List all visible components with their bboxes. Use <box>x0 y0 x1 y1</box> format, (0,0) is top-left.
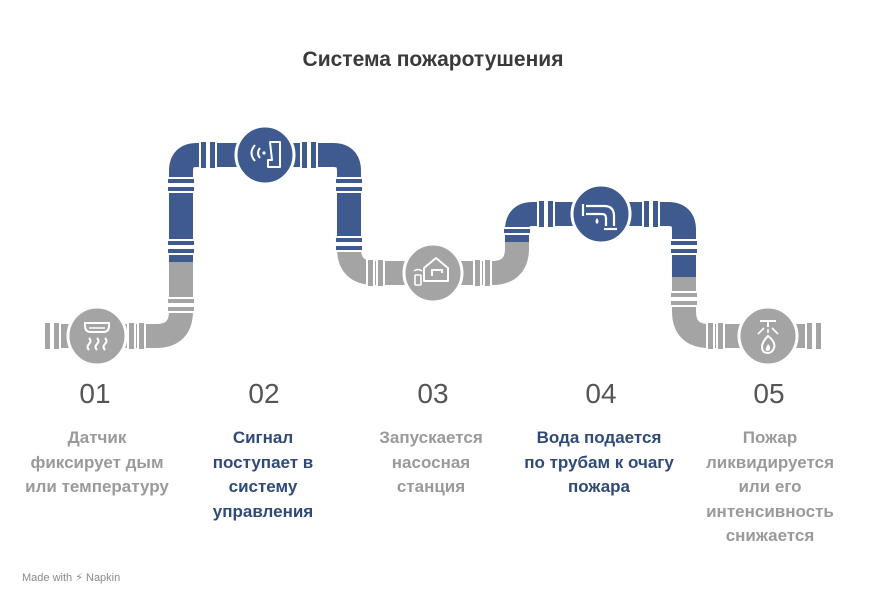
sprinkler-fire-icon <box>737 305 799 367</box>
made-with-label: Made with <box>22 572 73 584</box>
diagram-title: Система пожаротушения <box>302 48 564 71</box>
step-number-3: 03 <box>417 378 449 409</box>
step-description-2: Сигнал поступает в систему управления <box>212 428 314 521</box>
signal-sensor-icon <box>234 124 296 186</box>
step-description-5: Пожар ликвидируется или его интенсивност… <box>706 428 834 545</box>
step-number-2: 02 <box>248 378 280 409</box>
water-pipe-icon <box>570 183 632 245</box>
step-description-3: Запускается насосная станция <box>379 428 483 496</box>
smoke-detector-icon <box>66 305 128 367</box>
napkin-logo-icon: ⚡ <box>75 572 83 584</box>
step-description-1: Датчик фиксирует дым или температуру <box>25 428 169 496</box>
made-with-footer[interactable]: Made with ⚡ Napkin <box>22 571 120 584</box>
step-number-5: 05 <box>753 378 785 409</box>
napkin-brand: Napkin <box>86 572 121 584</box>
pipe-couplings-blue <box>166 140 699 255</box>
step-number-4: 04 <box>585 378 617 409</box>
step-description-4: Вода подается по трубам к очагу пожара <box>524 428 674 496</box>
step-number-1: 01 <box>79 378 111 409</box>
pipe-couplings <box>43 258 823 351</box>
pump-station-icon <box>402 242 464 304</box>
